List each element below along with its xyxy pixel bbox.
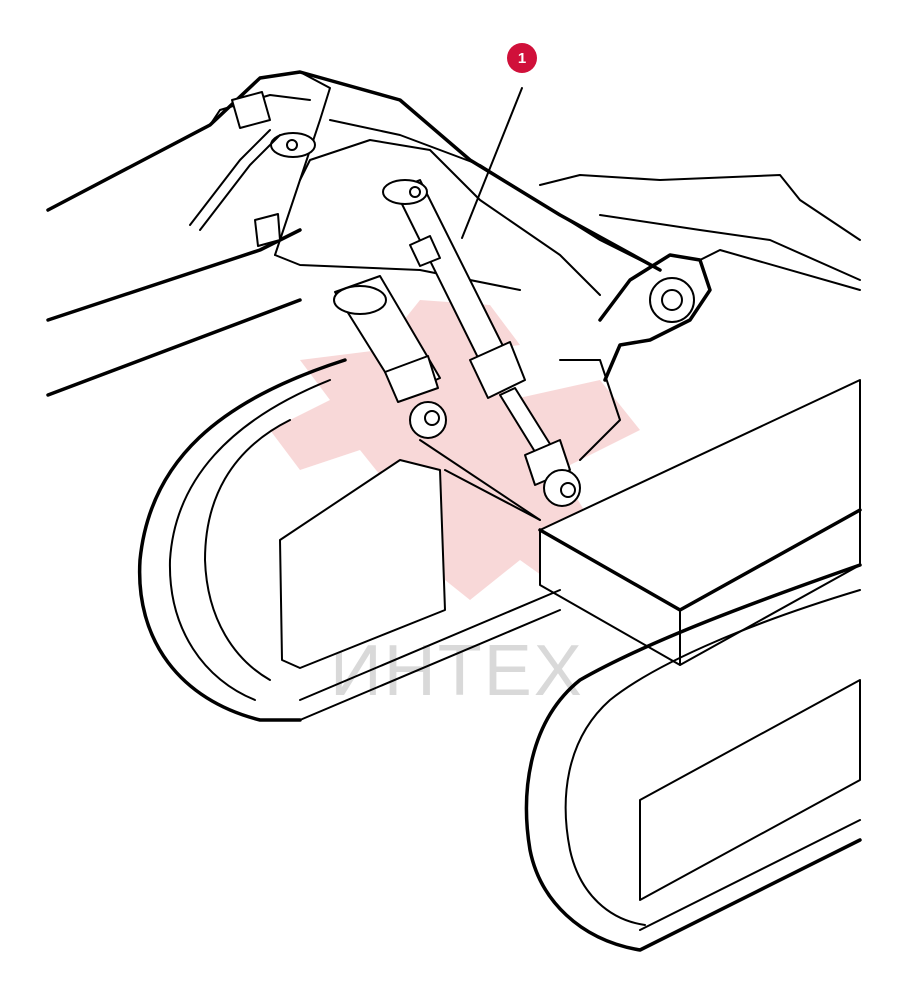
track-right xyxy=(524,563,862,952)
callout-marker-1[interactable]: 1 xyxy=(507,43,537,73)
hydraulic-cylinder-left xyxy=(333,275,447,439)
watermark-text: ИНТЕХ xyxy=(330,631,584,711)
chassis xyxy=(279,379,862,669)
hydraulic-cylinder-right xyxy=(382,179,581,507)
arm-structure xyxy=(539,174,861,461)
callout-leader-line xyxy=(461,87,523,239)
callout-marker-1-badge xyxy=(507,43,537,73)
callout-marker-1-label: 1 xyxy=(518,50,526,67)
boom xyxy=(46,70,662,397)
track-left xyxy=(137,358,561,722)
